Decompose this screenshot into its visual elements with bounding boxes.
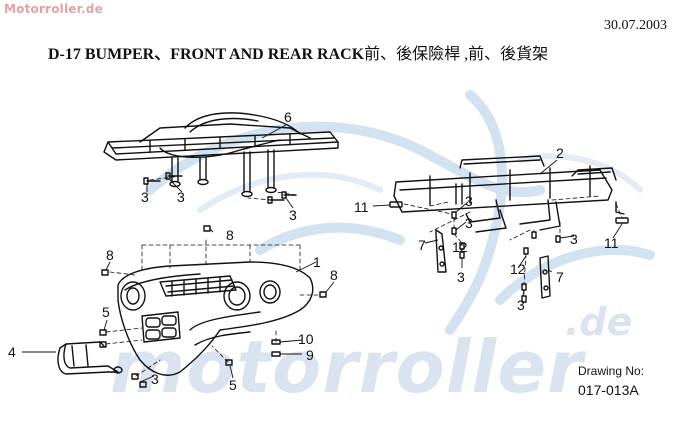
watermark-domain: .de	[565, 300, 633, 344]
drawing-number-label: Drawing No:	[578, 364, 645, 378]
callout-7: 7	[556, 269, 564, 285]
assembly-lines	[105, 175, 623, 377]
rear-brackets	[435, 229, 551, 299]
callout-3: 3	[151, 371, 159, 387]
callout-10: 10	[298, 331, 314, 347]
callout-8: 8	[226, 227, 234, 243]
front-cowl	[117, 261, 314, 376]
title-text-zh: 前、後保險桿 ,前、後貨架	[364, 46, 549, 63]
front-rack	[103, 112, 339, 198]
title-text: D-17 BUMPER、FRONT AND REAR RACK	[48, 46, 365, 63]
cowl-hardware	[99, 225, 327, 388]
watermark-site-name: Motorroller.de	[4, 2, 103, 16]
callout-3: 3	[570, 231, 578, 247]
front-rack-bolts	[143, 172, 297, 204]
callout-6: 6	[284, 109, 292, 125]
callout-3: 3	[457, 269, 465, 285]
callout-8: 8	[330, 267, 338, 283]
callout-12: 12	[510, 261, 526, 277]
callout-8: 8	[106, 247, 114, 263]
callout-9: 9	[306, 347, 314, 363]
callout-3: 3	[465, 193, 473, 209]
front-bumper-bar	[57, 341, 123, 375]
callout-7: 7	[418, 237, 426, 253]
callout-2: 2	[556, 145, 564, 161]
callout-3: 3	[517, 297, 525, 313]
callout-11: 11	[604, 235, 619, 251]
drawing-date: 30.07.2003	[604, 18, 667, 33]
drawing-number: 017-013A	[578, 382, 639, 398]
page-title: D-17 BUMPER、FRONT AND REAR RACK前、後保險桿 ,前…	[48, 40, 548, 64]
callout-12: 12	[452, 239, 468, 255]
watermark-text: motorroller	[110, 325, 584, 409]
callout-5: 5	[102, 304, 110, 320]
callout-3: 3	[141, 189, 149, 205]
callout-1: 1	[313, 254, 321, 270]
leader-lines	[22, 124, 623, 383]
callout-5: 5	[229, 377, 237, 393]
callout-11: 11	[354, 199, 369, 215]
callout-3: 3	[289, 207, 297, 223]
rear-rack	[393, 155, 625, 233]
callout-3: 3	[465, 215, 473, 231]
callout-3: 3	[177, 189, 185, 205]
callout-4: 4	[8, 344, 16, 360]
